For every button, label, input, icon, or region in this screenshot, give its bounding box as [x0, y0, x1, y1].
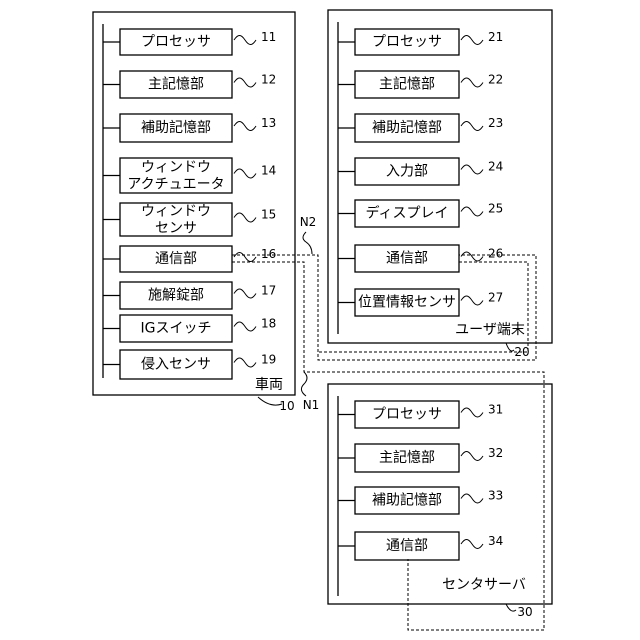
- component-block: 主記憶部 22: [338, 71, 503, 98]
- component-block: プロセッサ 21: [338, 29, 503, 55]
- component-block: プロセッサ 31: [338, 401, 503, 428]
- component-label: 補助記憶部: [372, 119, 442, 136]
- ref-leader: [461, 122, 483, 131]
- reference-numeral: 31: [488, 403, 503, 417]
- reference-numeral: 26: [488, 247, 503, 261]
- component-block: 補助記憶部 33: [338, 487, 503, 514]
- component-label: 補助記憶部: [141, 119, 211, 136]
- ref-leader: [461, 78, 483, 87]
- ref-leader: [234, 36, 256, 45]
- component-label: 主記憶部: [148, 76, 204, 93]
- component-label: IGスイッチ: [141, 321, 212, 337]
- component-label: プロセッサ: [372, 407, 442, 423]
- component-label: 通信部: [155, 251, 197, 267]
- component-label: ディスプレイ: [365, 205, 448, 222]
- ref-leader: [301, 372, 307, 396]
- component-block: 補助記憶部 23: [338, 114, 503, 142]
- reference-numeral: 25: [488, 202, 503, 216]
- ref-leader: [461, 540, 483, 549]
- component-label: 通信部: [386, 251, 428, 267]
- component-label: 補助記憶部: [372, 492, 442, 509]
- component-block: 入力部 24: [338, 158, 503, 185]
- component-label: ウィンドウ: [141, 204, 211, 220]
- component-label: 施解錠部: [148, 288, 204, 304]
- component-block: ウィンドウアクチュエータ 14: [103, 158, 276, 193]
- reference-numeral: 30: [517, 605, 532, 619]
- component-label: センサ: [155, 221, 197, 237]
- ref-leader: [234, 253, 256, 262]
- ref-leader: [461, 296, 483, 305]
- reference-numeral: 14: [261, 164, 276, 178]
- ref-leader: [303, 232, 312, 254]
- component-block: ディスプレイ 25: [338, 200, 503, 227]
- ref-leader: [506, 343, 514, 351]
- component-label: 位置情報センサ: [358, 295, 456, 311]
- ref-leader: [461, 207, 483, 216]
- component-label: アクチュエータ: [127, 177, 224, 193]
- reference-numeral: 12: [261, 73, 276, 87]
- component-block: 通信部 26: [338, 245, 503, 272]
- ref-leader: [234, 169, 256, 178]
- component-label: 主記憶部: [379, 449, 435, 466]
- ref-leader: [461, 165, 483, 174]
- component-block: 主記憶部 32: [338, 444, 503, 472]
- ref-leader: [234, 122, 256, 131]
- reference-numeral: 19: [261, 353, 276, 367]
- user-terminal-system: プロセッサ 21 主記憶部 22 補助記憶部 23 入力部 24 ディスプレイ 25 通信部 26 位置…: [328, 10, 552, 359]
- component-label: 主記憶部: [379, 76, 435, 93]
- component-block: 主記憶部 12: [103, 71, 276, 98]
- center-server-system: プロセッサ 31 主記憶部 32 補助記憶部 33 通信部 34 センタサーバ 30: [328, 384, 552, 619]
- ref-leader: [461, 408, 483, 417]
- reference-numeral: 17: [261, 284, 276, 298]
- system-label: 車両: [255, 376, 283, 393]
- ref-leader: [234, 213, 256, 222]
- component-block: 施解錠部 17: [103, 282, 276, 309]
- system-label: センタサーバ: [442, 577, 526, 593]
- reference-numeral: 11: [261, 30, 276, 44]
- component-label: 通信部: [386, 538, 428, 554]
- reference-numeral: 16: [261, 247, 276, 261]
- component-block: 侵入センサ 19: [103, 350, 276, 379]
- reference-numeral: 10: [279, 399, 294, 413]
- reference-numeral: 34: [488, 534, 503, 548]
- component-label: 侵入センサ: [141, 356, 211, 373]
- network-label-n1: N1: [303, 398, 320, 412]
- ref-leader: [234, 289, 256, 298]
- component-block: 位置情報センサ 27: [338, 289, 503, 316]
- reference-numeral: 24: [488, 160, 503, 174]
- component-label: 入力部: [386, 164, 428, 180]
- reference-numeral: 21: [488, 30, 503, 44]
- reference-numeral: 15: [261, 208, 276, 222]
- reference-numeral: 27: [488, 291, 503, 305]
- ref-leader: [234, 358, 256, 367]
- component-block: 補助記憶部 13: [103, 114, 276, 142]
- reference-numeral: 23: [488, 116, 503, 130]
- ref-leader: [461, 252, 483, 261]
- ref-leader: [461, 452, 483, 461]
- reference-numeral: 33: [488, 489, 503, 503]
- reference-numeral: 22: [488, 73, 503, 87]
- ref-leader: [234, 78, 256, 87]
- component-block: IGスイッチ 18: [103, 315, 276, 342]
- component-label: プロセッサ: [372, 34, 442, 50]
- ref-leader: [234, 322, 256, 331]
- component-block: 通信部 34: [338, 532, 503, 560]
- ref-leader: [461, 36, 483, 45]
- system-label: ユーザ端末: [455, 322, 525, 338]
- component-label: ウィンドウ: [141, 160, 211, 176]
- component-label: プロセッサ: [141, 34, 211, 50]
- reference-numeral: 32: [488, 446, 503, 460]
- component-block: ウィンドウセンサ 15: [103, 203, 276, 237]
- reference-numeral: 18: [261, 317, 276, 331]
- ref-leader: [461, 494, 483, 503]
- network-label-n2: N2: [300, 215, 317, 229]
- component-block: 通信部 16: [103, 246, 276, 272]
- vehicle-system: プロセッサ11主記憶部12補助記憶部13ウィンドウアクチュエータ14ウィンドウセ…: [93, 12, 295, 413]
- ref-leader: [506, 604, 516, 611]
- reference-numeral: 13: [261, 116, 276, 130]
- component-block: プロセッサ 11: [103, 29, 276, 55]
